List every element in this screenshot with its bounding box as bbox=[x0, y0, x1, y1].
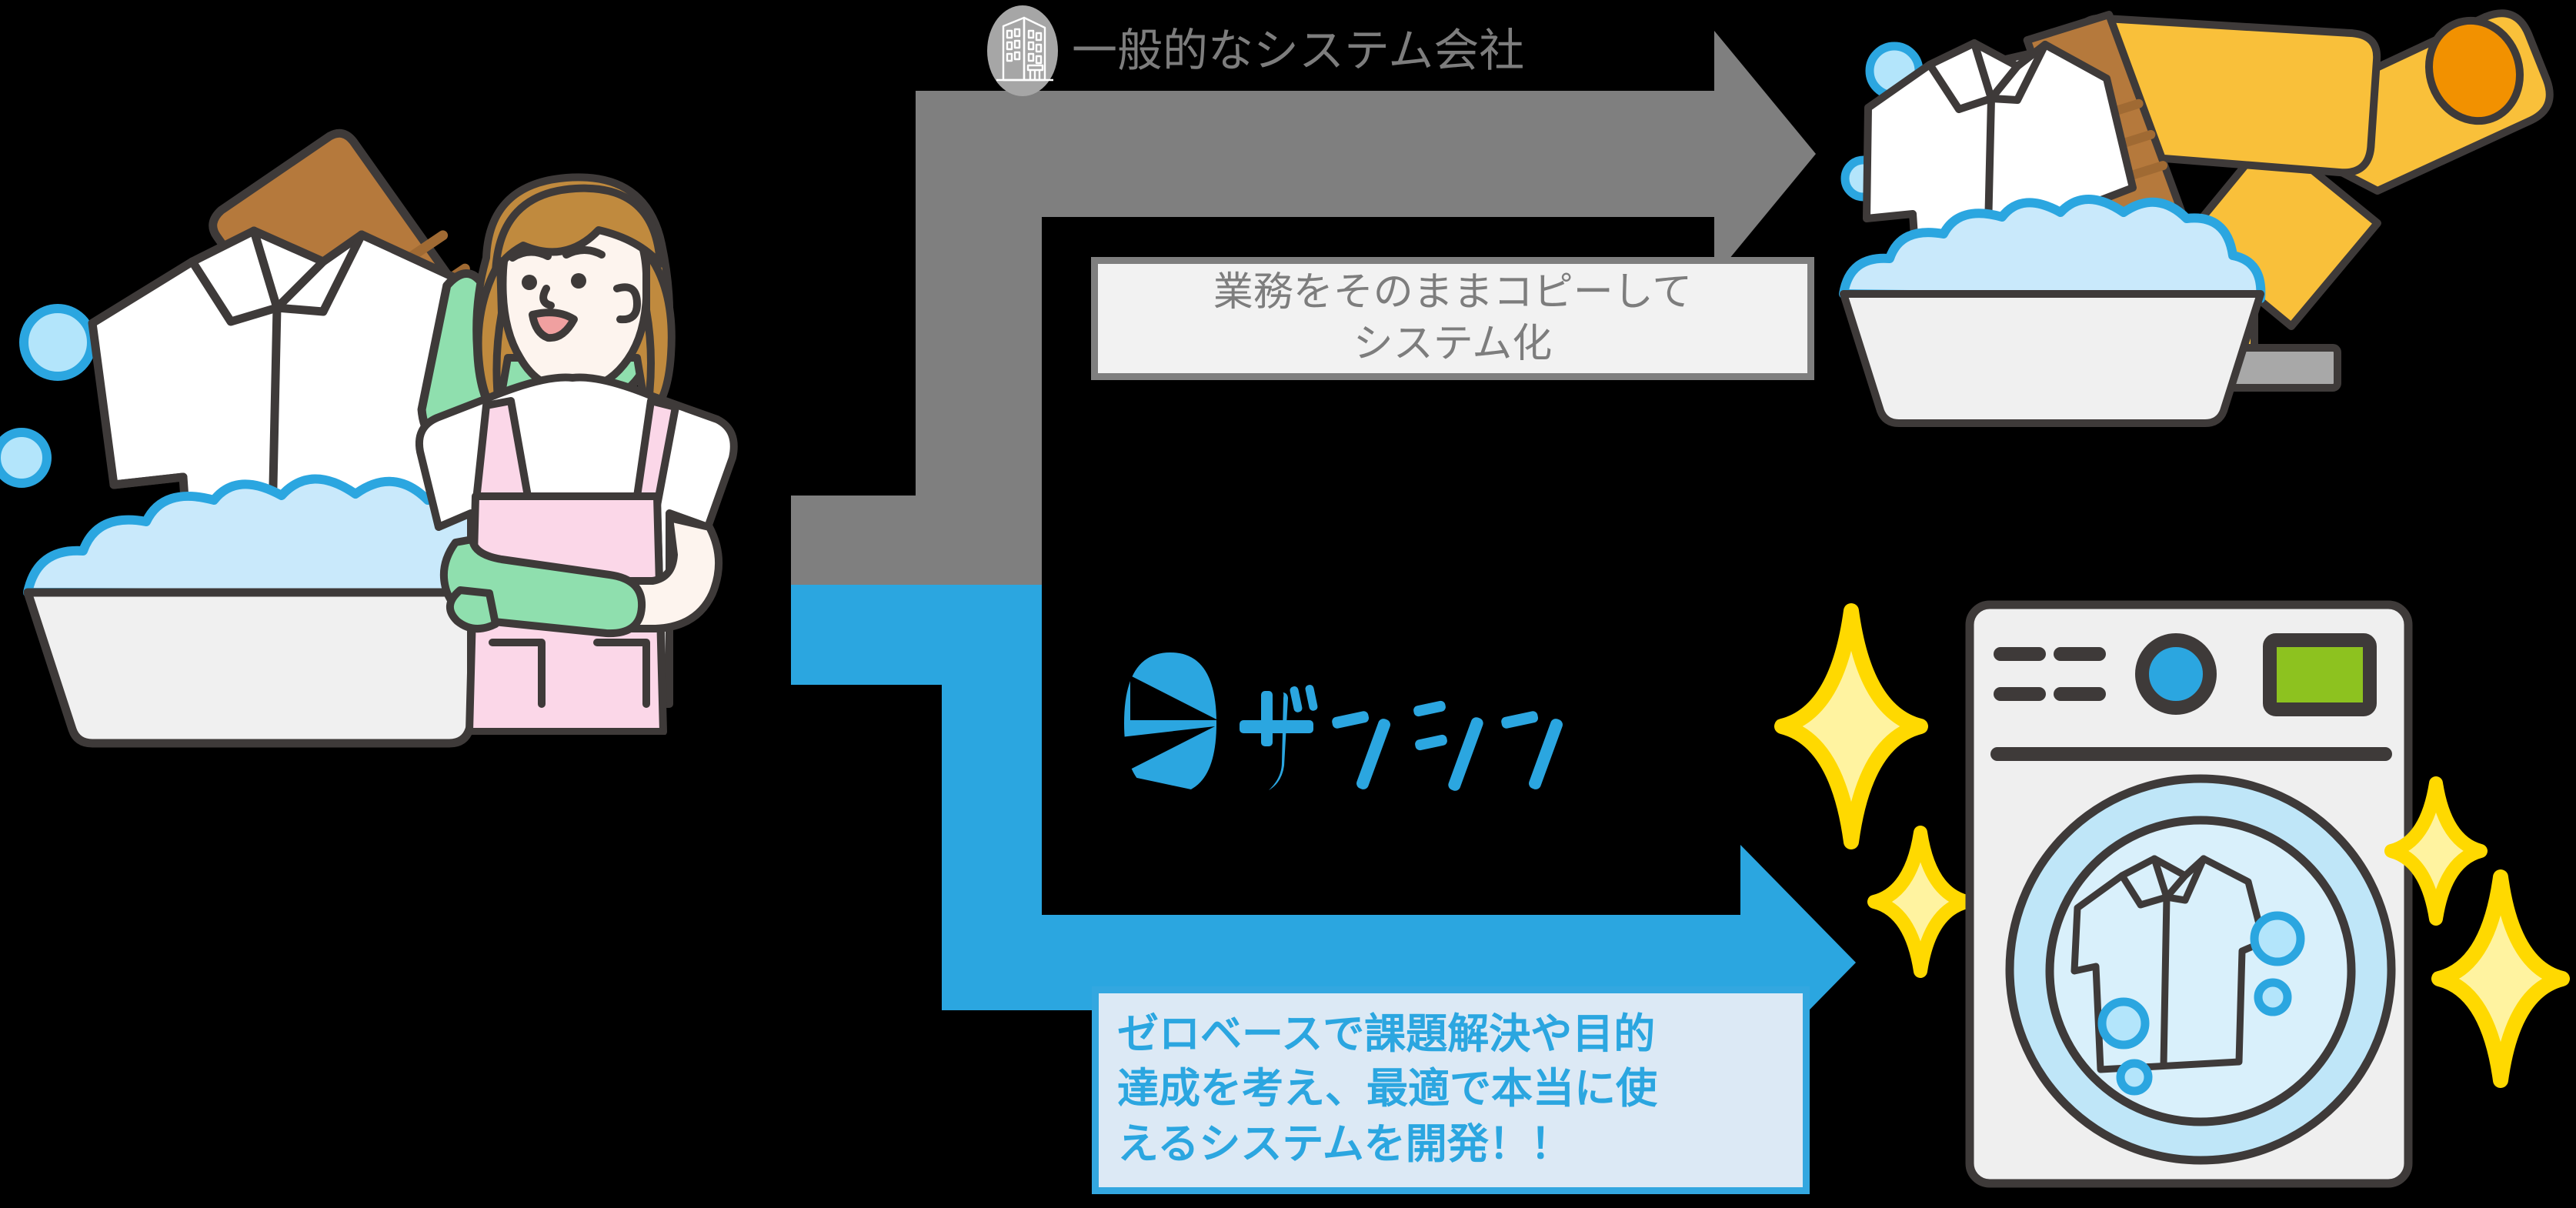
gray-callout-line: システム化 bbox=[1353, 322, 1553, 366]
bubble-icon bbox=[2250, 911, 2305, 966]
sparkle-group-right bbox=[2384, 776, 2570, 1088]
glove-thumb bbox=[446, 586, 499, 632]
bubble-icon bbox=[2097, 997, 2150, 1049]
hair-side bbox=[642, 248, 676, 422]
zanshin-logo-mark bbox=[1121, 652, 1218, 797]
bubble-icon bbox=[2254, 978, 2292, 1016]
hair-fringe bbox=[492, 184, 664, 277]
illustration-woman bbox=[415, 173, 738, 735]
illustration-robot-hand-washing bbox=[1839, 9, 2554, 427]
eyebrow bbox=[509, 248, 552, 262]
blue-callout-line: ゼロベースで課題解決や目的 bbox=[1117, 1011, 1656, 1057]
sparkle-icon bbox=[2431, 869, 2570, 1088]
knob-icon bbox=[2135, 633, 2217, 715]
top-branch-label-text: 一般的なシステム会社 bbox=[1072, 25, 1525, 76]
mouth bbox=[529, 309, 578, 342]
bubble-icon bbox=[0, 428, 52, 488]
sparkle-icon bbox=[2384, 776, 2488, 926]
illustration-woman-hand-washing bbox=[0, 128, 650, 748]
zanshin-logo bbox=[1119, 646, 1720, 800]
display-screen bbox=[2263, 633, 2377, 716]
illustration-washing-machine bbox=[1774, 600, 2570, 1188]
top-branch-label: 一般的なシステム会社 bbox=[987, 5, 1524, 97]
sparkle-group-left bbox=[1774, 603, 1974, 978]
control-panel bbox=[1994, 647, 2106, 701]
bubble-icon bbox=[2116, 1059, 2153, 1096]
eye bbox=[571, 273, 586, 289]
soap-foam bbox=[1839, 195, 2266, 303]
nose bbox=[539, 285, 555, 309]
blue-callout-line: 達成を考え、最適で本当に使 bbox=[1117, 1066, 1657, 1113]
gray-callout-line: 業務をそのままコピーして bbox=[1213, 270, 1693, 315]
sparkle-icon bbox=[1774, 603, 1928, 849]
ear bbox=[613, 283, 641, 324]
sparkle-icon bbox=[1867, 826, 1974, 978]
apron-pocket bbox=[593, 639, 650, 708]
apron-pocket bbox=[489, 639, 546, 708]
building-icon bbox=[987, 5, 1058, 97]
gray-arrow bbox=[791, 31, 1816, 585]
eyebrow bbox=[562, 246, 606, 259]
gray-callout-box: 業務をそのままコピーして システム化 bbox=[1091, 257, 1814, 380]
blue-callout-line: えるシステムを開発！！ bbox=[1117, 1120, 1572, 1167]
zanshin-logo-text bbox=[1240, 685, 1563, 791]
eye bbox=[522, 275, 537, 290]
bubble-icon bbox=[19, 304, 96, 381]
robot-joint-hub bbox=[2425, 16, 2524, 125]
blue-callout-box: ゼロベースで課題解決や目的 達成を考え、最適で本当に使 えるシステムを開発！！ bbox=[1092, 986, 1810, 1194]
laundry-basin-icon bbox=[1840, 290, 2264, 427]
blue-arrow bbox=[791, 585, 1856, 1080]
